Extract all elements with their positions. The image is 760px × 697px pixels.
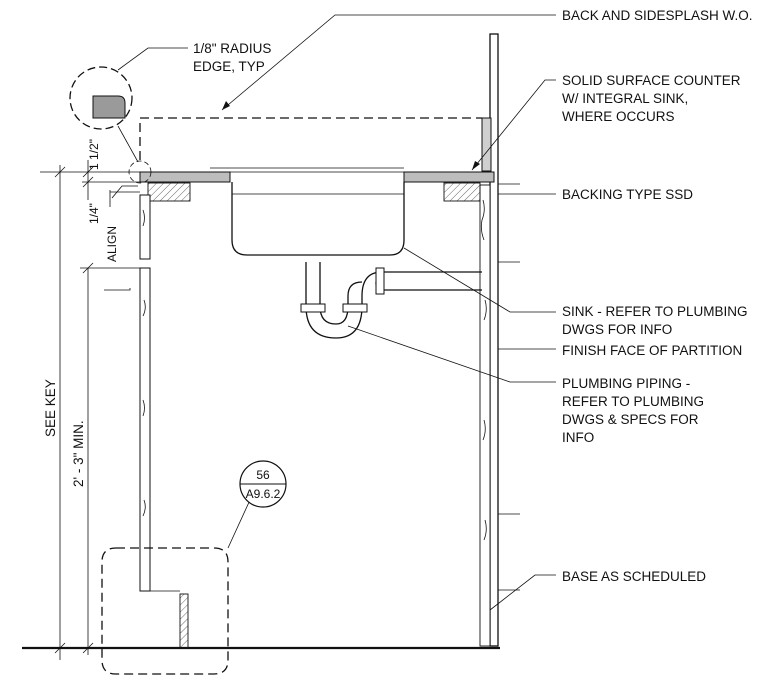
callout-radius-2: EDGE, TYP xyxy=(193,59,265,74)
backing-block-right xyxy=(443,182,481,202)
callout-counter-1: SOLID SURFACE COUNTER xyxy=(562,73,741,88)
detail-tag-sheet: A9.6.2 xyxy=(246,487,281,501)
callout-finish-face: FINISH FACE OF PARTITION xyxy=(562,343,742,358)
plumbing-piping xyxy=(300,262,482,339)
callout-radius-1: 1/8" RADIUS xyxy=(193,41,271,56)
callout-backsplash: BACK AND SIDESPLASH W.O. xyxy=(562,8,753,23)
callout-counter-2: W/ INTEGRAL SINK, xyxy=(562,91,688,106)
backsplash-outline xyxy=(139,117,482,160)
detail-tag-number: 56 xyxy=(256,468,270,482)
dim-see-key: SEE KEY xyxy=(43,379,58,437)
callout-piping-4: INFO xyxy=(562,430,594,445)
callout-sink-1: SINK - REFER TO PLUMBING xyxy=(562,304,748,319)
backsplash xyxy=(481,117,492,172)
callout-counter-3: WHERE OCCURS xyxy=(562,109,675,124)
dim-one-half: 1 1/2" xyxy=(87,139,101,170)
callout-base: BASE AS SCHEDULED xyxy=(562,569,706,584)
cabinet-face-panel xyxy=(139,194,189,649)
callout-sink-2: DWGS FOR INFO xyxy=(562,322,672,337)
radius-edge-detail xyxy=(69,47,188,184)
detail-tag: 56 A9.6.2 xyxy=(239,460,287,508)
dim-align: ALIGN xyxy=(105,226,119,262)
callout-backing: BACKING TYPE SSD xyxy=(562,187,693,202)
partition-wall xyxy=(479,33,520,647)
backing-block-left xyxy=(147,182,191,202)
callout-piping-2: REFER TO PLUMBING xyxy=(562,394,704,409)
callout-piping-3: DWGS & SPECS FOR xyxy=(562,412,699,427)
dimension-lines xyxy=(40,160,140,660)
leader-lines xyxy=(221,14,556,611)
sink-bowl xyxy=(231,182,405,256)
dim-quarter: 1/4" xyxy=(87,203,101,224)
callout-piping-1: PLUMBING PIPING - xyxy=(562,376,690,391)
dim-min-height: 2' - 3" MIN. xyxy=(71,420,86,487)
enlarged-detail-boundary xyxy=(101,547,229,675)
countertop xyxy=(139,167,495,183)
